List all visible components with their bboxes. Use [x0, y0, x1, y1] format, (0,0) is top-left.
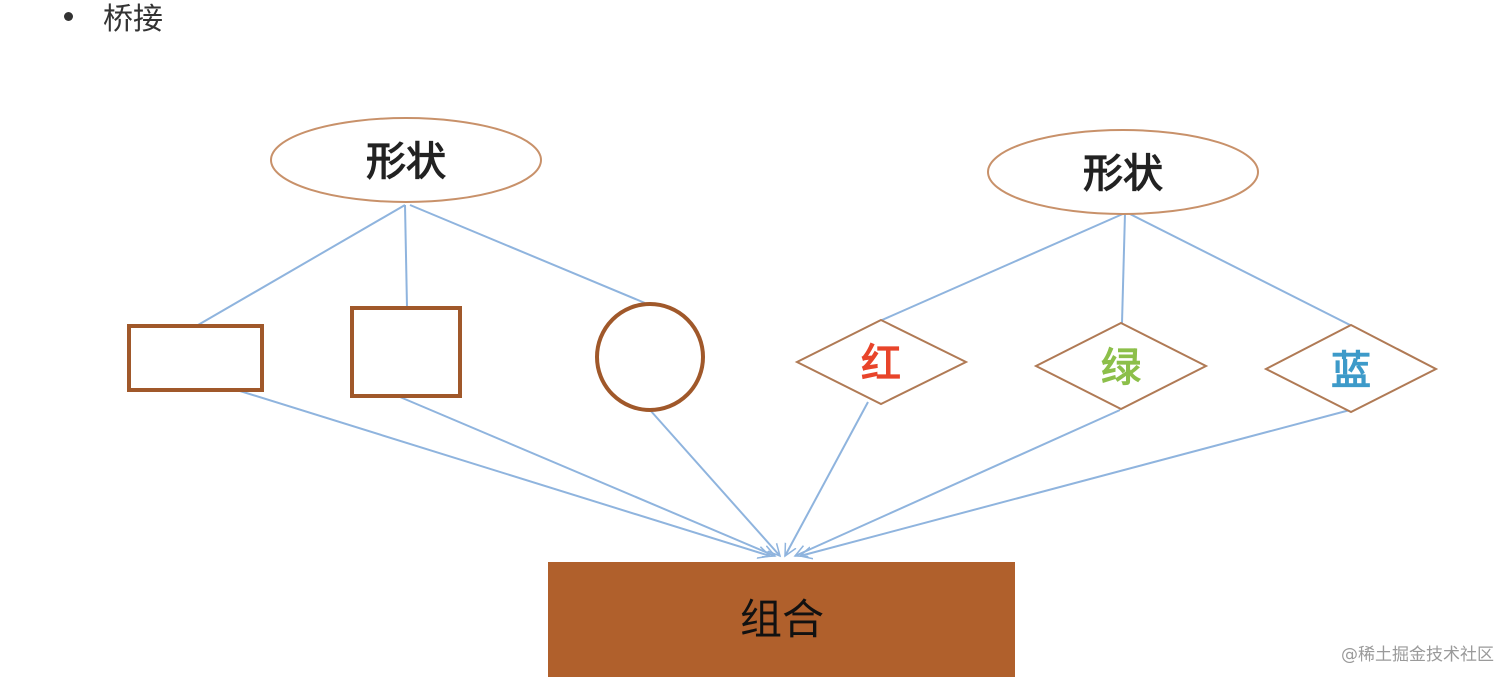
bullet-dot-icon	[64, 11, 73, 21]
circle-shape	[595, 302, 705, 412]
arrow-line	[239, 390, 770, 556]
result-box	[548, 562, 1015, 677]
section-heading: 桥接	[103, 2, 163, 37]
left-root-ellipse	[270, 117, 542, 203]
bullet-item: 桥接	[64, 0, 163, 38]
arrow-line	[784, 401, 869, 556]
arrow-line	[399, 396, 775, 556]
arrow-line	[795, 409, 1121, 556]
diamond-blue-label: 蓝	[1331, 347, 1371, 394]
connector-line	[1121, 212, 1126, 324]
arrow-line	[649, 409, 780, 556]
connector-line	[1127, 212, 1351, 326]
connector-line	[881, 212, 1126, 321]
right-root-label: 形状	[1083, 150, 1164, 197]
connector-line	[409, 204, 646, 304]
arrow-line	[800, 409, 1351, 556]
diamond-blue	[1263, 323, 1439, 414]
connector-line	[197, 204, 406, 326]
square-shape	[350, 306, 462, 398]
connector-line	[404, 204, 408, 308]
watermark: @稀土掘金技术社区	[1341, 645, 1494, 665]
rectangle-shape	[127, 324, 264, 392]
diamond-green	[1033, 321, 1209, 411]
diamond-red	[794, 318, 969, 406]
right-root-ellipse	[987, 129, 1259, 215]
left-root-label: 形状	[366, 138, 447, 185]
result-label: 组合	[740, 595, 824, 644]
diamond-green-label: 绿	[1101, 344, 1142, 391]
diamond-red-label: 红	[861, 340, 901, 387]
